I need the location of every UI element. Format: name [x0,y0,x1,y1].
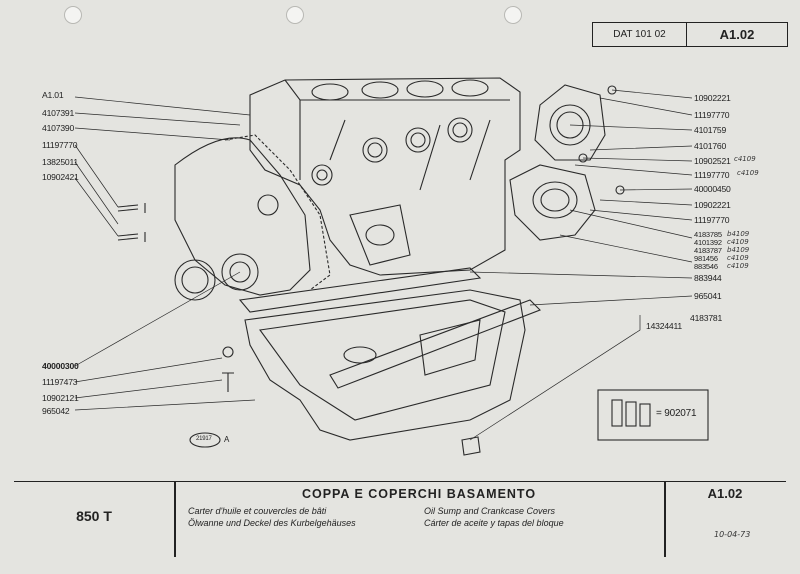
part-label: 4101759 [694,125,727,135]
gasket-kit-box [597,389,709,441]
sump-gasket-rear [329,299,541,389]
part-group-label: 14324411 [646,321,682,331]
part-label: 4183781 [690,313,723,323]
oil-seal [174,259,216,301]
part-label: 11197770 [694,110,730,120]
title-de: Ölwanne und Deckel des Kurbelgehäuses [188,518,356,528]
title-es: Cárter de aceite y tapas del bloque [424,518,564,528]
part-label: 4183787 [694,246,722,255]
part-label: 11197770 [694,215,730,225]
part-label: 4183785 [694,230,722,239]
doc-code: DAT 101 02 [593,23,687,46]
title-block: 850 T COPPA E COPERCHI BASAMENTO Carter … [14,481,786,557]
part-label: 981456 [694,254,718,263]
part-label: 11197770 [42,140,78,150]
divider [664,482,666,557]
timing-cover [174,137,311,296]
part-label: 4101760 [694,141,727,151]
handwritten-note: c4109 [734,155,756,163]
part-label: 965042 [42,406,70,416]
handwritten-note: c4109 [727,238,749,246]
part-label: 965041 [694,291,722,301]
oil-pan [244,289,526,441]
part-label: 40000450 [694,184,731,194]
part-label: 10902221 [694,93,731,103]
part-label: 883944 [694,273,722,283]
drawing-letter: A [224,435,230,444]
part-label: 11197473 [42,377,78,387]
handwritten-note: b4109 [727,230,750,238]
handwritten-note: b4109 [727,246,750,254]
part-label: 4101392 [694,238,722,247]
part-label: 10902421 [42,172,79,182]
kit-equals: = 902071 [656,408,697,419]
part-label: 10902121 [42,393,79,403]
part-label: 883546 [694,262,718,271]
rear-cover-upper [534,84,606,161]
page-ref: A1.02 [719,27,755,42]
part-label: 10902221 [694,200,731,210]
binder-hole [286,6,304,24]
handwritten-date: 10-04-73 [714,530,751,539]
handwritten-note: c4109 [727,254,749,262]
title-en: Oil Sump and Crankcase Covers [424,506,556,516]
title-fr: Carter d'huile et couvercles de bâti [188,506,327,516]
exploded-parts-diagram [74,77,709,456]
sump-gasket-front [238,267,482,313]
handwritten-note: c4109 [737,169,759,177]
model-name: 850 T [76,508,112,524]
drawing-number: 21917 [196,436,212,442]
part-label: 40000300 [42,361,79,371]
part-label: 11197770 [694,170,730,180]
part-label: A1.01 [42,90,64,100]
part-label: 4107390 [42,123,75,133]
page-title: COPPA E COPERCHI BASAMENTO [301,487,537,501]
handwritten-note: c4109 [727,262,749,270]
binder-hole [64,6,82,24]
part-label: 4107391 [42,108,75,118]
binder-hole [504,6,522,24]
header-reference-box: DAT 101 02 A1.02 [592,22,788,47]
rear-cover-lower [509,164,596,241]
footer-page-ref: A1.02 [707,486,743,501]
divider [174,482,176,557]
engine-block [249,77,521,276]
part-label: 10902521 [694,156,731,166]
part-label: 13825011 [42,157,78,167]
